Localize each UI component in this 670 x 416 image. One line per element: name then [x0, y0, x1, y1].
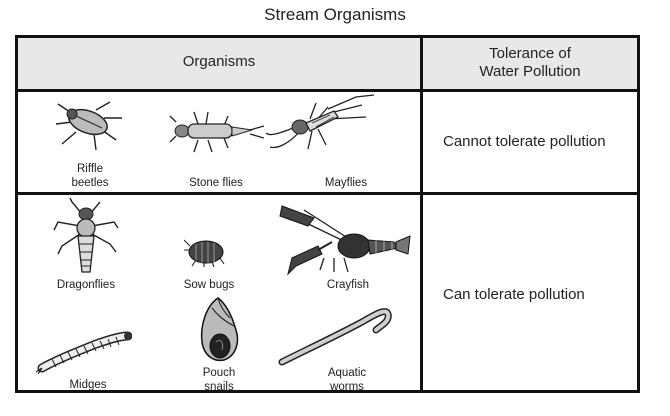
sow-bug-icon	[184, 236, 228, 268]
organism-table: Organisms Tolerance of Water Pollution C…	[15, 35, 640, 393]
pouch-snail-label: Pouch snails	[184, 366, 254, 394]
row-divider	[18, 192, 637, 195]
aquatic-worm-label-1: Aquatic	[327, 367, 367, 379]
riffle-beetle-icon	[50, 98, 130, 154]
mayfly-icon	[266, 93, 376, 163]
page-title: Stream Organisms	[264, 5, 406, 24]
aquatic-worm-label-2: worms	[330, 381, 364, 393]
tolerance-can: Can tolerate pollution	[443, 286, 585, 303]
stonefly-label: Stone flies	[189, 177, 243, 189]
aquatic-worm-icon	[276, 300, 396, 366]
dragonfly-label: Dragonflies	[56, 279, 116, 291]
riffle-beetle-label: Riffle beetles	[54, 162, 126, 190]
crayfish-icon	[274, 202, 414, 282]
pouch-snail-label-1: Pouch	[202, 367, 236, 379]
riffle-beetle-label-2: beetles	[71, 177, 109, 189]
pouch-snail-icon	[196, 296, 242, 364]
riffle-beetle-label-1: Riffle	[77, 163, 103, 175]
mayfly-label: Mayflies	[324, 177, 368, 189]
aquatic-worm-label: Aquatic worms	[302, 366, 392, 394]
midge-label: Midges	[69, 379, 107, 391]
midge-larva-icon	[36, 330, 132, 374]
header-tolerance-line-2: Water Pollution	[479, 63, 581, 80]
header-tolerance: Tolerance of Water Pollution	[423, 45, 637, 81]
tolerance-cannot: Cannot tolerate pollution	[443, 133, 606, 150]
stonefly-icon	[168, 110, 264, 154]
column-divider	[420, 38, 423, 390]
header-tolerance-line-1: Tolerance of	[489, 45, 571, 62]
crayfish-label: Crayfish	[326, 279, 370, 291]
pouch-snail-label-2: snails	[204, 381, 234, 393]
sow-bug-label: Sow bugs	[183, 279, 235, 291]
header-organisms: Organisms	[182, 53, 256, 70]
table-header	[18, 38, 637, 92]
dragonfly-larva-icon	[52, 198, 122, 278]
